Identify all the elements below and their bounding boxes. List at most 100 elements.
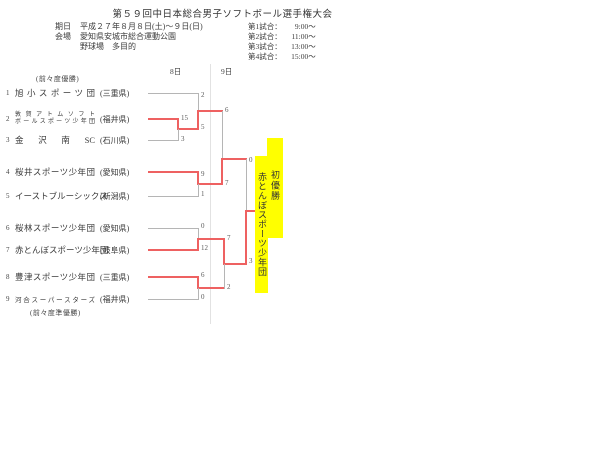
team-row-4: 4 桜井スポーツ少年団 (愛知県) xyxy=(6,165,129,179)
bracket-line-r1-winner xyxy=(177,128,199,130)
schedule-time: 13:00～ xyxy=(291,42,316,51)
bracket-connector-sf1-win xyxy=(221,158,223,185)
schedule-time: 15:00～ xyxy=(291,52,316,61)
bracket-connector-qf3-lose xyxy=(198,228,199,239)
schedule-label: 第3試合： xyxy=(248,42,282,51)
team-row-1: 1 旭小スポーツ団 (三重県) xyxy=(6,86,129,100)
day-header-9: 9日 xyxy=(221,67,233,76)
bracket-line-t5 xyxy=(148,196,198,197)
bracket-line-sf1-winner xyxy=(221,158,247,160)
bracket-connector-qf1-lose xyxy=(198,93,199,111)
team-name: 金沢南SC xyxy=(15,135,95,145)
team-seed: 8 xyxy=(6,273,10,281)
champion-highlight-strip xyxy=(267,138,283,238)
day-divider-line xyxy=(210,64,211,324)
team-name: 河合スーパースターズ xyxy=(15,297,95,304)
bracket-connector-qf3-win xyxy=(197,238,199,251)
bracket-line-qf4-winner xyxy=(197,287,225,289)
team-prefecture: (福井県) xyxy=(100,294,130,304)
date-label: 期日 xyxy=(55,22,71,31)
bracket-line-t2 xyxy=(148,118,179,120)
bracket-line-t3 xyxy=(148,140,178,141)
team-prefecture: (岐阜県) xyxy=(100,245,130,255)
score-label: 1 xyxy=(201,190,205,198)
runnerup-note-bottom: (前々度準優勝) xyxy=(30,309,81,317)
score-label: 3 xyxy=(181,135,185,143)
team-seed: 4 xyxy=(6,168,10,176)
team-prefecture: (福井県) xyxy=(100,114,130,124)
bracket-connector-qf1-win xyxy=(197,110,199,130)
bracket-connector-final-lose xyxy=(246,159,247,211)
bracket-connector-r1-win xyxy=(177,118,179,129)
team-seed: 1 xyxy=(6,89,10,97)
schedule-row: 第4試合： 15:00～ xyxy=(248,51,316,62)
day-header-8: 8日 xyxy=(170,67,182,76)
score-label: 7 xyxy=(225,179,229,187)
team-prefecture: (石川県) xyxy=(100,135,130,145)
bracket-connector-final-win xyxy=(245,210,247,265)
team-row-2: 2 敦賀アトムソフト ボールスポーツ少年団 (福井県) xyxy=(6,110,129,128)
schedule-row: 第1試合： 9:00～ xyxy=(248,21,316,32)
team-row-5: 5 イーストブルーシックス (新潟県) xyxy=(6,189,129,203)
venue-label: 会場 xyxy=(55,32,71,41)
bracket-connector-qf4-lose xyxy=(198,288,199,300)
champion-highlight-strip xyxy=(255,156,268,293)
score-label: 6 xyxy=(225,106,229,114)
winners-note-top: (前々度優勝) xyxy=(36,75,80,83)
team-seed: 5 xyxy=(6,192,10,200)
score-label: 0 xyxy=(201,222,205,230)
team-row-3: 3 金沢南SC (石川県) xyxy=(6,133,129,147)
bracket-line-champion xyxy=(245,210,257,212)
bracket-line-t9 xyxy=(148,299,198,300)
venue-name: 愛知県安城市総合運動公園 xyxy=(80,32,176,41)
team-prefecture: (愛知県) xyxy=(100,223,130,233)
score-label: 12 xyxy=(201,244,208,252)
bracket-line-t6 xyxy=(148,228,198,229)
bracket-line-t7 xyxy=(148,249,199,251)
venue-detail: 野球場 多目的 xyxy=(80,42,136,51)
team-row-6: 6 桜林スポーツ少年団 (愛知県) xyxy=(6,221,129,235)
team-seed: 9 xyxy=(6,295,10,303)
score-label: 0 xyxy=(249,156,253,164)
team-name-line2: ボールスポーツ少年団 xyxy=(15,119,95,125)
team-row-8: 8 豊津スポーツ少年団 (三重県) xyxy=(6,270,129,284)
team-name: 赤とんぼスポーツ少年団 xyxy=(15,245,109,255)
team-row-7: 7 赤とんぼスポーツ少年団 (岐阜県) xyxy=(6,243,129,257)
bracket-line-qf2-winner xyxy=(197,183,223,185)
schedule-time: 11:00～ xyxy=(291,32,316,41)
schedule-label: 第1試合： xyxy=(248,22,282,31)
champion-title: 初優勝 xyxy=(270,170,280,202)
score-label: 15 xyxy=(181,114,188,122)
team-prefecture: (三重県) xyxy=(100,272,130,282)
score-label: 7 xyxy=(227,234,231,242)
score-label: 2 xyxy=(227,283,231,291)
score-label: 5 xyxy=(201,123,205,131)
team-seed: 2 xyxy=(6,115,10,123)
bracket-line-sf2-winner xyxy=(223,263,247,265)
team-prefecture: (新潟県) xyxy=(100,191,130,201)
team-name: イーストブルーシックス xyxy=(15,191,108,201)
schedule-label: 第4試合： xyxy=(248,52,282,61)
schedule-row: 第3試合： 13:00～ xyxy=(248,41,316,52)
bracket-connector-sf2-lose xyxy=(224,264,225,289)
team-name: 旭小スポーツ団 xyxy=(15,88,95,98)
team-name: 豊津スポーツ少年団 xyxy=(15,272,95,282)
team-name: 桜林スポーツ少年団 xyxy=(15,223,95,233)
bracket-line-qf1-winner xyxy=(197,110,223,112)
team-seed: 3 xyxy=(6,136,10,144)
team-name-line1: 敦賀アトムソフト xyxy=(15,112,95,118)
bracket-connector-r1-lose xyxy=(178,129,179,141)
event-date: 平成２７年８月８日(土)～９日(日) xyxy=(80,22,203,31)
bracket-line-t8 xyxy=(148,276,199,278)
bracket-connector-sf2-win xyxy=(223,238,225,265)
score-label: 2 xyxy=(201,91,205,99)
score-label: 3 xyxy=(249,257,253,265)
team-seed: 7 xyxy=(6,246,10,254)
score-label: 6 xyxy=(201,271,205,279)
team-name: 敦賀アトムソフト ボールスポーツ少年団 xyxy=(15,112,95,126)
bracket-line-t1 xyxy=(148,93,198,94)
bracket-line-qf3-winner xyxy=(197,238,225,240)
team-row-9: 9 河合スーパースターズ (福井県) xyxy=(6,292,129,306)
bracket-connector-qf4-win xyxy=(197,276,199,289)
